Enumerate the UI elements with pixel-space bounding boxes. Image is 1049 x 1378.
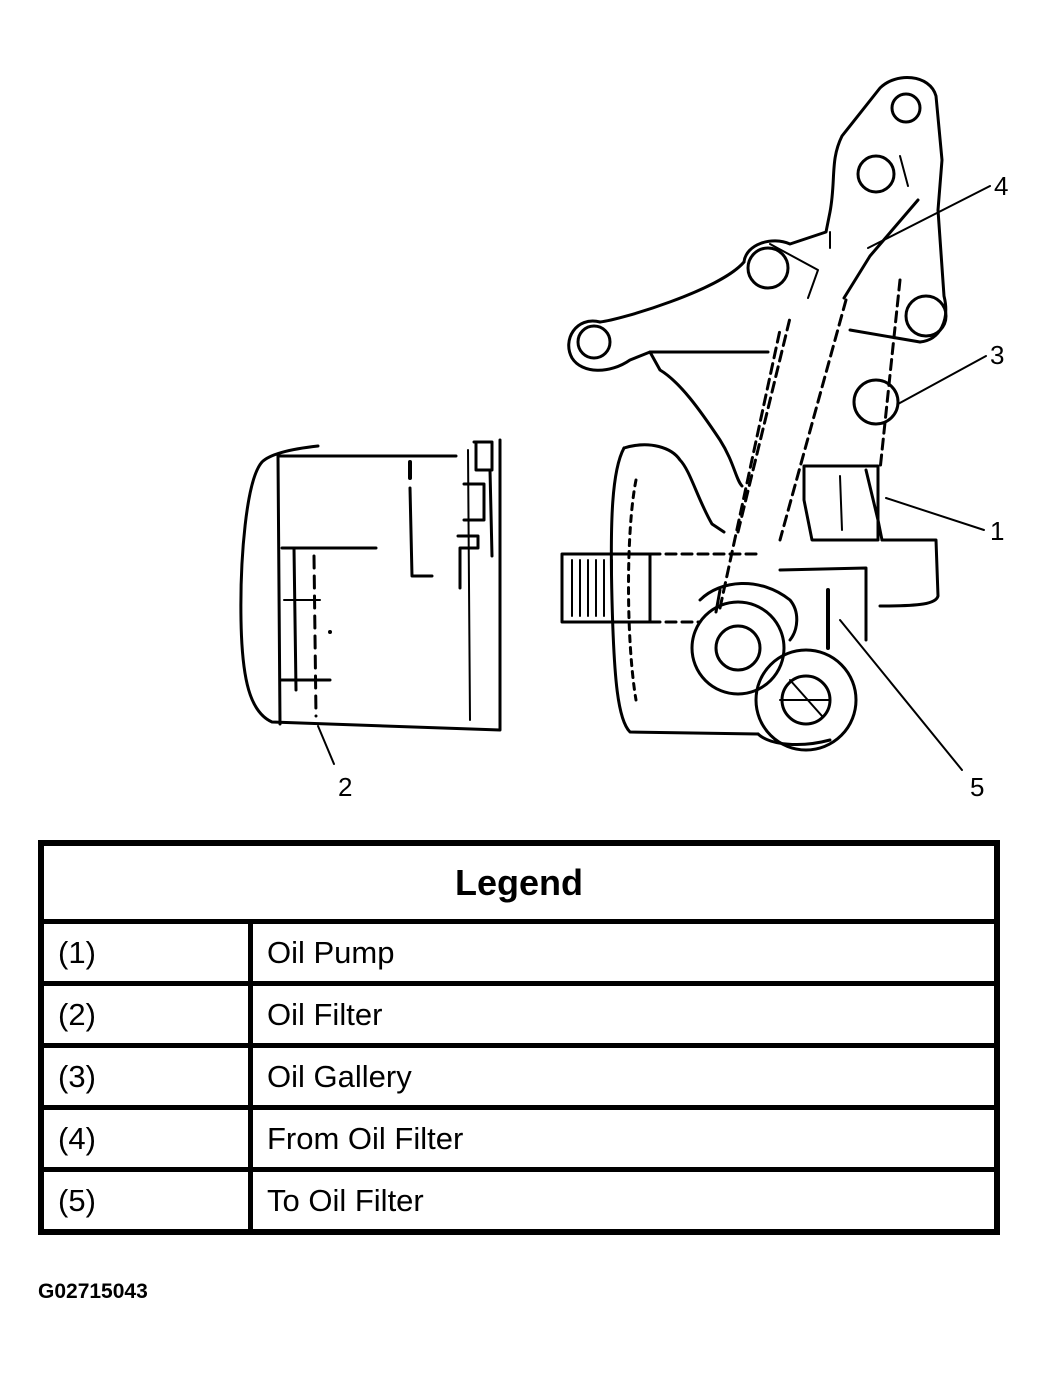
oil-pump-diagram: 4 3 1 2 5 — [239, 76, 1008, 802]
legend-row: (2) Oil Filter — [38, 981, 1000, 1048]
legend-row: (3) Oil Gallery — [38, 1043, 1000, 1110]
callout-5: 5 — [970, 772, 984, 802]
legend-table: Legend (1) Oil Pump (2) Oil Filter (3) O… — [38, 840, 1000, 1235]
legend-row: (1) Oil Pump — [38, 919, 1000, 986]
legend-row-description: To Oil Filter — [248, 1167, 1000, 1235]
oil-pump-drawing — [560, 443, 940, 752]
figure-id: G02715043 — [38, 1280, 148, 1303]
callout-leaders — [839, 185, 991, 771]
legend-row: (5) To Oil Filter — [38, 1167, 1000, 1235]
legend-row-number: (1) — [38, 919, 253, 986]
legend-row: (4) From Oil Filter — [38, 1105, 1000, 1172]
legend-row-number: (2) — [38, 981, 253, 1048]
legend-row-description: Oil Pump — [248, 919, 1000, 986]
callout-2: 2 — [338, 772, 352, 802]
oil-filter-drawing — [239, 438, 502, 765]
callout-4: 4 — [994, 171, 1008, 201]
legend-title: Legend — [38, 840, 1000, 924]
legend-row-number: (3) — [38, 1043, 253, 1110]
legend-row-description: From Oil Filter — [248, 1105, 1000, 1172]
legend-row-description: Oil Gallery — [248, 1043, 1000, 1110]
legend-row-description: Oil Filter — [248, 981, 1000, 1048]
callout-1: 1 — [990, 516, 1004, 546]
legend-row-number: (4) — [38, 1105, 253, 1172]
mounting-bracket-drawing — [567, 76, 948, 610]
callout-3: 3 — [990, 340, 1004, 370]
legend-row-number: (5) — [38, 1167, 253, 1235]
